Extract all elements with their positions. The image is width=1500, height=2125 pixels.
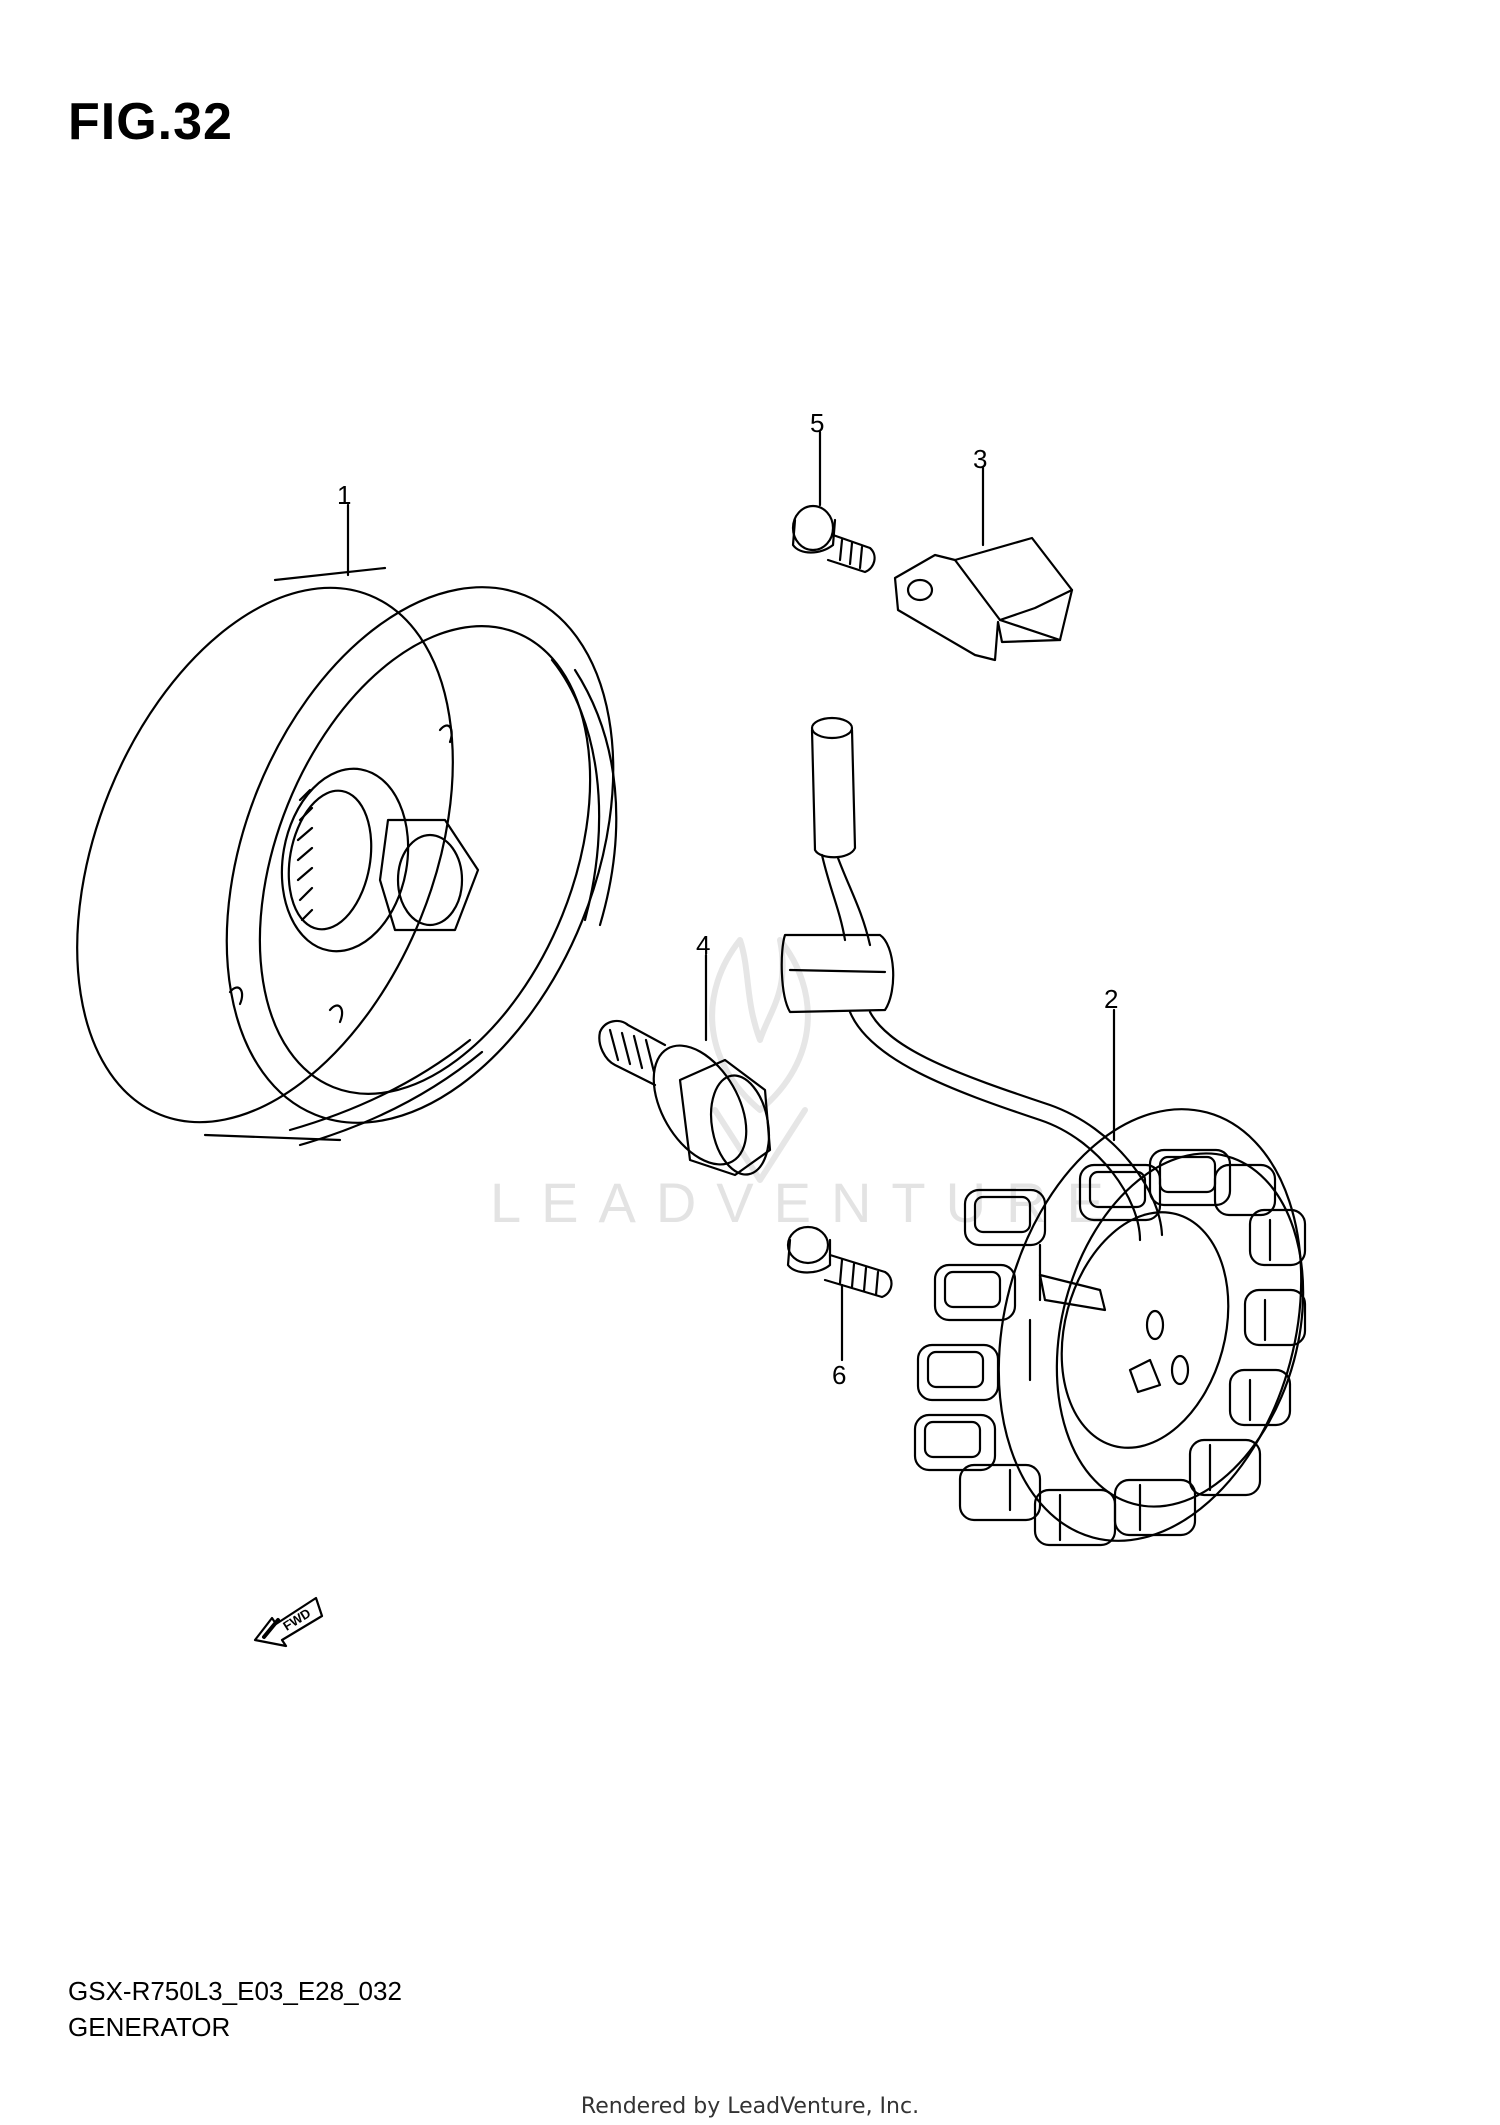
model-code: GSX-R750L3_E03_E28_032: [68, 1976, 402, 2006]
part-4-flange-bolt[interactable]: [598, 1019, 776, 1180]
callout-4: 4: [696, 930, 711, 960]
stator-coils: [913, 1148, 1307, 1547]
part-1-rotor[interactable]: [4, 530, 687, 1180]
part-5-bolt[interactable]: [791, 504, 876, 574]
callout-6: 6: [832, 1360, 847, 1390]
fwd-arrow-icon: [253, 1596, 324, 1648]
wire-harness[interactable]: [780, 716, 1164, 1242]
section-name: GENERATOR: [68, 2012, 231, 2042]
part-3-clamp[interactable]: [893, 536, 1074, 662]
callout-1: 1: [337, 480, 352, 510]
figure-title: FIG.32: [68, 93, 233, 151]
watermark-text: LEADVENTURE: [490, 1171, 1124, 1234]
callout-3: 3: [973, 444, 988, 474]
callout-5: 5: [810, 408, 825, 438]
rendered-by-credit: Rendered by LeadVenture, Inc.: [580, 2094, 920, 2119]
part-2-stator[interactable]: [913, 1075, 1347, 1575]
part-6-bolt[interactable]: [786, 1225, 893, 1299]
leadventure-logo-watermark: [709, 937, 811, 1183]
callout-2: 2: [1104, 984, 1119, 1014]
